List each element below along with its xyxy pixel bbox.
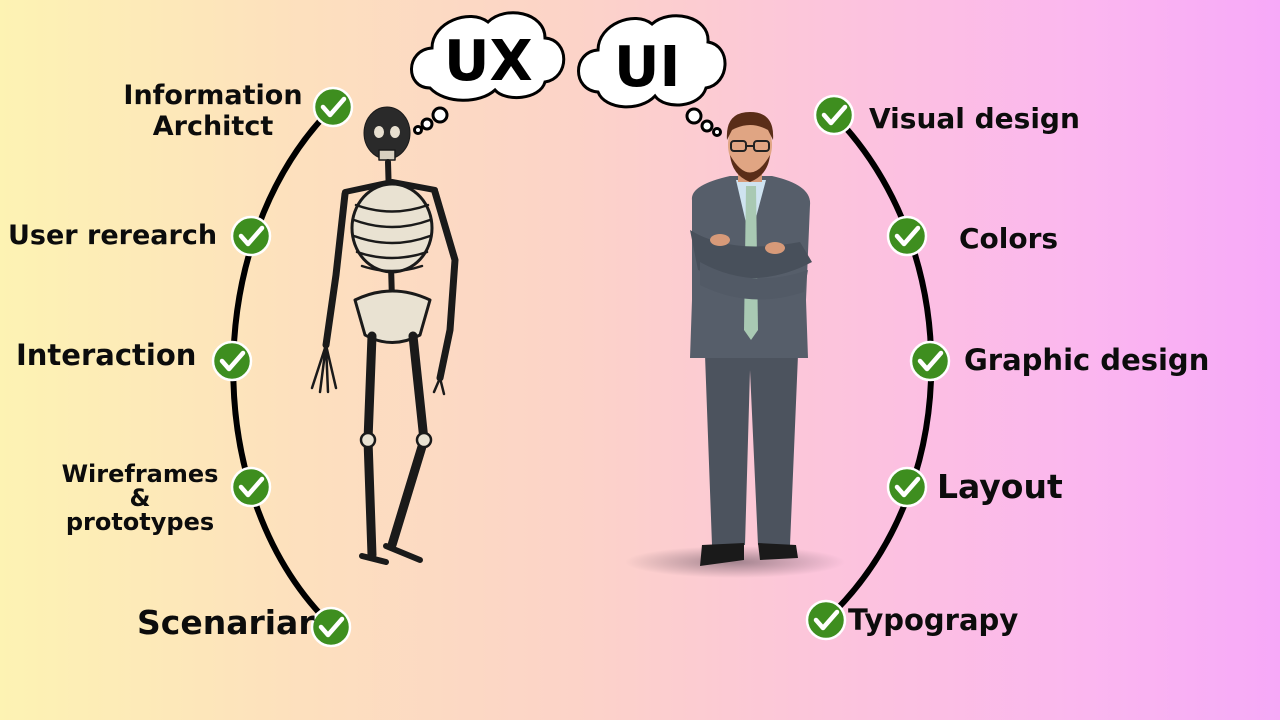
- ux-item-user-research: User rerearch: [8, 220, 218, 251]
- checkmark-icon: [888, 468, 926, 506]
- ux-item-label-line: Wireframes: [61, 460, 219, 488]
- ux-item-information-architect: Information Architct: [118, 80, 308, 142]
- ui-thought-cloud-icon: [577, 14, 727, 137]
- checkmark-icon: [807, 601, 845, 639]
- checkmark-icon: [888, 217, 926, 255]
- checkmark-icon: [232, 217, 270, 255]
- skeleton-illustration: [310, 106, 459, 565]
- ui-item-graphic-design: Graphic design: [964, 343, 1210, 377]
- checkmark-icon: [911, 342, 949, 380]
- ux-item-interaction: Interaction: [16, 338, 197, 372]
- ux-thought-cloud-icon: [410, 11, 566, 135]
- ui-item-typograpy: Typograpy: [848, 603, 1019, 637]
- ux-item-label-line: Architct: [152, 111, 274, 142]
- ui-item-layout: Layout: [937, 467, 1063, 506]
- ux-heading: UX: [444, 29, 533, 94]
- ui-item-colors: Colors: [959, 222, 1059, 255]
- checkmark-icon: [815, 96, 853, 134]
- ux-item-wireframes-prototypes: Wireframes & prototypes: [50, 462, 230, 534]
- ux-item-label-line: &: [129, 484, 151, 512]
- ux-item-label-line: Information: [123, 80, 303, 111]
- businessman-illustration: [625, 112, 845, 578]
- ux-item-scenariar: Scenariar: [137, 603, 315, 642]
- ux-item-label-line: prototypes: [65, 508, 215, 536]
- checkmark-icon: [314, 88, 352, 126]
- checkmark-icon: [213, 342, 251, 380]
- ui-heading: UI: [614, 35, 681, 100]
- ui-item-visual-design: Visual design: [869, 102, 1080, 135]
- checkmark-icon: [312, 608, 350, 646]
- checkmark-icon: [232, 468, 270, 506]
